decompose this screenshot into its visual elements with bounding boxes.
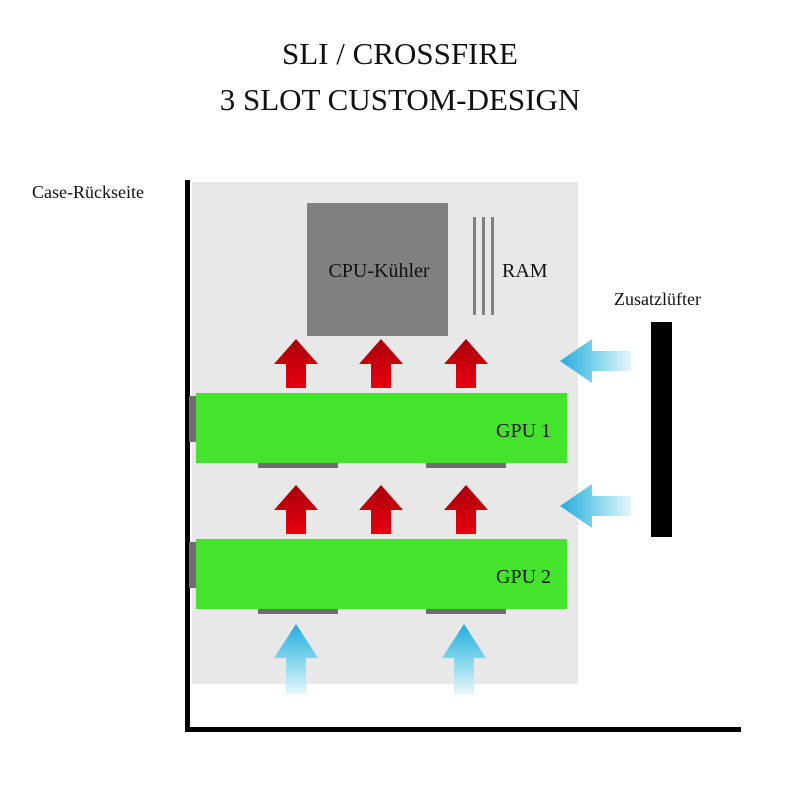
gpu1-label: GPU 1 bbox=[496, 420, 551, 442]
hot-air-arrow bbox=[444, 485, 488, 534]
gpu1-card bbox=[196, 393, 567, 463]
extra-fan bbox=[651, 322, 672, 537]
hot-air-arrow bbox=[444, 339, 488, 388]
gpu1-fan bbox=[426, 463, 506, 468]
hot-air-arrow bbox=[359, 485, 403, 534]
cpu-cooler-block bbox=[307, 203, 448, 336]
ram-label: RAM bbox=[502, 260, 548, 282]
case-bottom-wall bbox=[185, 727, 741, 732]
gpu2-bracket bbox=[189, 542, 196, 588]
case-back-label: Case-Rückseite bbox=[32, 182, 144, 202]
hot-air-arrow bbox=[274, 485, 318, 534]
gpu2-card bbox=[196, 539, 567, 609]
extra-fan-label: Zusatzlüfter bbox=[614, 289, 701, 309]
ram-stick bbox=[482, 217, 485, 315]
gpu2-label: GPU 2 bbox=[496, 566, 551, 588]
gpu2-fan bbox=[258, 609, 338, 614]
title-line-1: SLI / CROSSFIRE bbox=[281, 36, 518, 71]
ram-stick bbox=[491, 217, 494, 315]
cool-air-arrow bbox=[442, 624, 486, 694]
hot-air-arrow bbox=[274, 339, 318, 388]
cool-air-arrow bbox=[560, 339, 631, 383]
cool-air-arrow bbox=[560, 484, 631, 528]
case-back-wall bbox=[185, 180, 190, 732]
cpu-cooler-label: CPU-Kühler bbox=[328, 260, 429, 282]
gpu2-fan bbox=[426, 609, 506, 614]
title-line-2: 3 SLOT CUSTOM-DESIGN bbox=[219, 82, 581, 117]
hot-air-arrow bbox=[359, 339, 403, 388]
ram-stick bbox=[473, 217, 476, 315]
cool-air-arrow bbox=[274, 624, 318, 694]
gpu1-bracket bbox=[189, 396, 196, 442]
gpu1-fan bbox=[258, 463, 338, 468]
